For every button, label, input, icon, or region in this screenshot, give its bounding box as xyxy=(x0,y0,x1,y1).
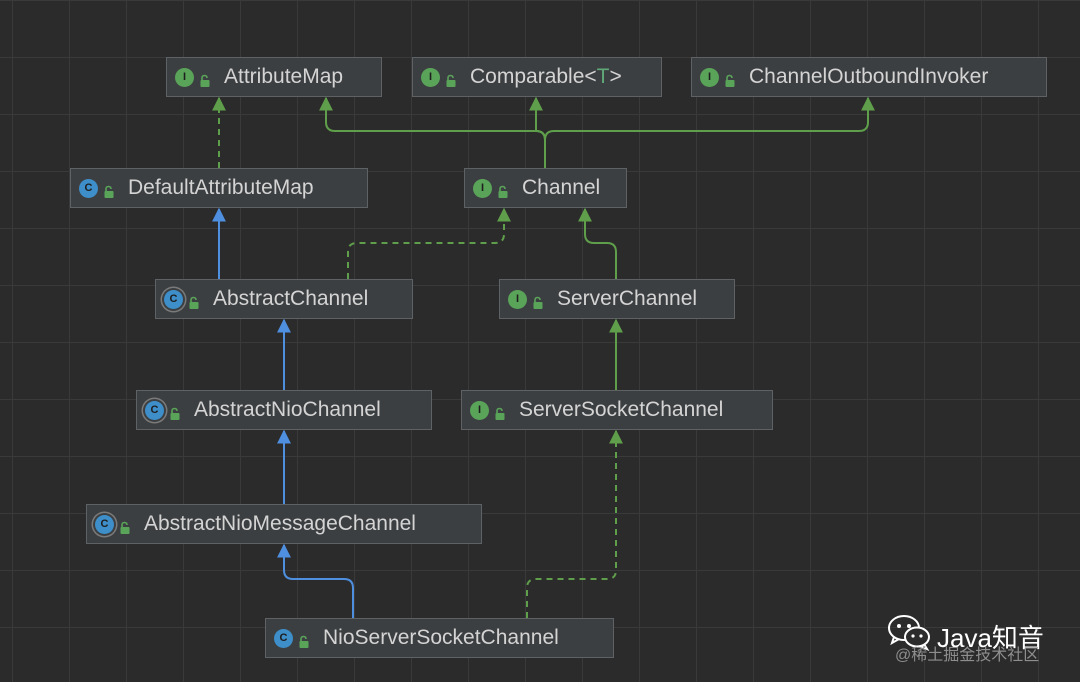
node-label: AbstractChannel xyxy=(213,287,369,310)
interface-icon: I xyxy=(421,67,440,87)
node-server-channel[interactable]: I ServerChannel xyxy=(499,279,735,319)
public-visibility-icon xyxy=(102,181,116,198)
public-visibility-icon xyxy=(198,70,212,87)
interface-icon: I xyxy=(473,178,492,198)
class-icon: C xyxy=(274,628,293,648)
edge-nio-server-socket-channel-to-server-socket-channel xyxy=(526,429,623,618)
node-label-suffix: > xyxy=(609,65,622,88)
public-visibility-icon xyxy=(496,181,510,198)
interface-icon: I xyxy=(175,67,194,87)
public-visibility-icon xyxy=(444,70,458,87)
node-comparable[interactable]: I Comparable<T> xyxy=(412,57,662,97)
type-parameter: T xyxy=(596,65,610,88)
edge-server-channel-to-channel xyxy=(578,207,617,279)
node-abstract-nio-channel[interactable]: C AbstractNioChannel xyxy=(136,390,432,430)
node-label: ServerChannel xyxy=(557,287,698,310)
edge-abstract-channel-to-channel xyxy=(347,207,511,279)
abstract-class-icon: C xyxy=(145,400,164,420)
node-label: AbstractNioChannel xyxy=(194,398,381,421)
interface-icon: I xyxy=(508,289,527,309)
node-label: Channel xyxy=(522,176,601,199)
node-server-socket-channel[interactable]: I ServerSocketChannel xyxy=(461,390,773,430)
watermark-title: Java知音 xyxy=(937,623,1044,653)
edge-channel-to-channel-outbound-invoker xyxy=(544,96,875,168)
abstract-class-icon: C xyxy=(164,289,183,309)
node-label: NioServerSocketChannel xyxy=(323,626,559,649)
node-abstract-channel[interactable]: C AbstractChannel xyxy=(155,279,413,319)
node-channel-outbound-invoker[interactable]: I ChannelOutboundInvoker xyxy=(691,57,1047,97)
node-channel[interactable]: I Channel xyxy=(464,168,627,208)
node-label: AbstractNioMessageChannel xyxy=(144,512,416,535)
node-label: DefaultAttributeMap xyxy=(128,176,314,199)
node-default-attribute-map[interactable]: C DefaultAttributeMap xyxy=(70,168,368,208)
public-visibility-icon xyxy=(531,292,545,309)
public-visibility-icon xyxy=(187,292,201,309)
public-visibility-icon xyxy=(297,631,311,648)
node-label: ChannelOutboundInvoker xyxy=(749,65,989,88)
edge-channel-to-comparable xyxy=(529,96,546,168)
class-icon: C xyxy=(79,178,98,198)
edge-channel-to-attribute-map xyxy=(319,96,546,168)
node-abstract-nio-message-channel[interactable]: C AbstractNioMessageChannel xyxy=(86,504,482,544)
watermark-subtitle: @稀土掘金技术社区 xyxy=(895,647,1040,664)
interface-icon: I xyxy=(470,400,489,420)
public-visibility-icon xyxy=(493,403,507,420)
wechat-icon xyxy=(888,615,930,652)
node-attribute-map[interactable]: I AttributeMap xyxy=(166,57,382,97)
node-label: Comparable< xyxy=(470,65,597,88)
edge-nio-server-socket-channel-to-abstract-nio-message-channel xyxy=(277,543,354,618)
public-visibility-icon xyxy=(118,517,132,534)
interface-icon: I xyxy=(700,67,719,87)
public-visibility-icon xyxy=(723,70,737,87)
abstract-class-icon: C xyxy=(95,514,114,534)
public-visibility-icon xyxy=(168,403,182,420)
node-label: ServerSocketChannel xyxy=(519,398,724,421)
node-nio-server-socket-channel[interactable]: C NioServerSocketChannel xyxy=(265,618,614,658)
node-label: AttributeMap xyxy=(224,65,344,88)
